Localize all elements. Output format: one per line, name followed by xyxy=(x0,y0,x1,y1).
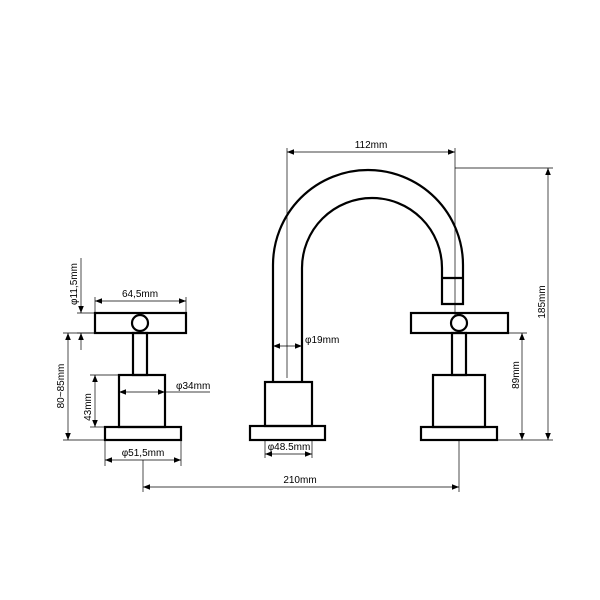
dim-handle-height: 89mm xyxy=(497,332,527,441)
right-handle-valve xyxy=(409,311,510,442)
spout-flange xyxy=(248,424,327,442)
label-valve-body-diameter: φ34mm xyxy=(176,381,210,392)
dim-spout-spread: 112mm xyxy=(286,140,456,378)
label-valve-body-height: 43mm xyxy=(83,393,94,421)
dim-spout-diameter: φ19mm xyxy=(273,335,339,349)
label-spout-base-diameter: φ48.5mm xyxy=(268,442,311,453)
left-stem xyxy=(131,331,149,377)
left-handle-knob xyxy=(130,313,150,333)
label-spout-spread: 112mm xyxy=(355,140,388,151)
left-handle-valve xyxy=(93,311,188,442)
label-flange-diameter: φ51,5mm xyxy=(122,448,165,459)
right-valve-body xyxy=(431,373,487,429)
label-valve-height-range: 80~85mm xyxy=(56,364,67,409)
dim-handle-width: 64,5mm xyxy=(94,289,187,313)
dim-valve-body-height: 43mm xyxy=(83,374,119,428)
right-handle-knob xyxy=(449,313,469,333)
spout xyxy=(248,168,465,442)
dim-total-height: 185mm xyxy=(455,167,553,441)
spout-body xyxy=(271,168,465,382)
spout-base xyxy=(263,380,314,428)
label-handle-bar-diameter: φ11,5mm xyxy=(69,263,80,305)
left-valve-body xyxy=(117,373,167,429)
dim-handle-bar-diameter: φ11,5mm xyxy=(69,258,95,350)
label-handle-width: 64,5mm xyxy=(122,289,158,300)
label-spout-diameter: φ19mm xyxy=(305,335,339,346)
right-flange xyxy=(419,425,499,442)
dim-overall-width: 210mm xyxy=(142,440,460,492)
left-flange xyxy=(103,425,183,442)
label-handle-height: 89mm xyxy=(511,361,522,389)
right-stem xyxy=(450,331,468,377)
label-total-height: 185mm xyxy=(537,285,548,318)
label-overall-width: 210mm xyxy=(283,475,316,486)
dim-valve-body-diameter: φ34mm xyxy=(119,381,210,395)
dim-valve-height-range: 80~85mm xyxy=(56,332,105,441)
dim-spout-base-diameter: φ48.5mm xyxy=(264,440,313,458)
